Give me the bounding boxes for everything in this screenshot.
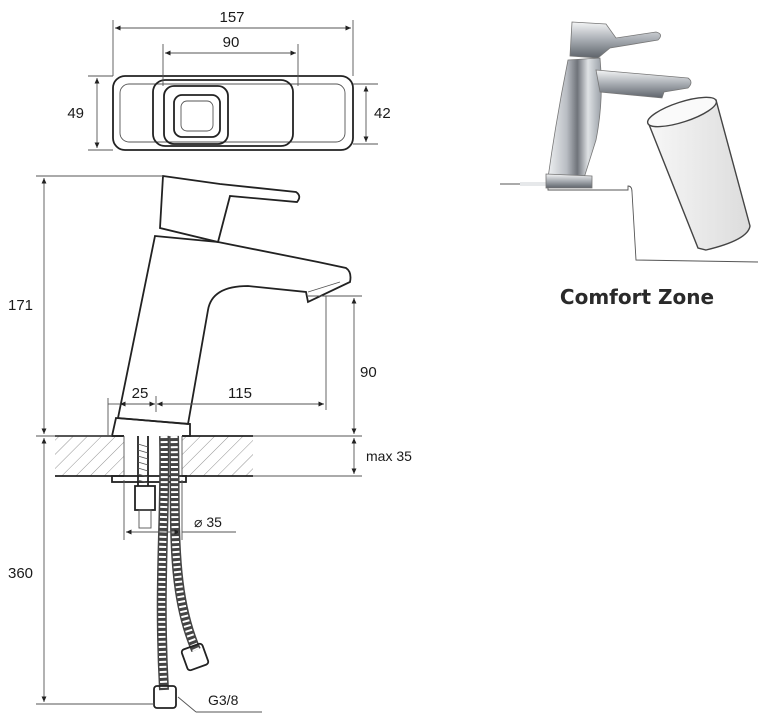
dim-height-total: 171	[8, 297, 33, 314]
top-view-handle	[152, 79, 294, 147]
side-view: 171 360 90 max 35 25 115 ⌀ 35 G3/8	[8, 174, 412, 713]
top-view: 157 90 49 42	[67, 9, 391, 151]
dim-base-offset: 25	[132, 385, 149, 402]
dim-depth-right: 42	[374, 105, 391, 122]
label-connection: G3/8	[208, 692, 239, 708]
product-photo: Comfort Zone	[500, 21, 759, 309]
top-view-body	[112, 75, 354, 151]
dim-width-overall: 157	[219, 9, 244, 26]
photo-glass	[647, 99, 751, 251]
photo-faucet-body	[547, 57, 602, 179]
dim-spout-height: 90	[360, 364, 377, 381]
hose-fitting-hot	[180, 642, 210, 672]
side-view-body	[116, 235, 352, 425]
dim-width-handle: 90	[223, 34, 240, 51]
dim-spout-reach: 115	[228, 385, 252, 402]
dim-depth-left: 49	[67, 105, 84, 122]
dim-counter-max: max 35	[366, 448, 412, 464]
side-view-handle	[159, 174, 301, 244]
photo-faucet-spout	[595, 69, 692, 99]
photo-faucet-handle	[569, 21, 661, 59]
hose-fitting-cold	[153, 685, 177, 709]
comfort-zone-label: Comfort Zone	[560, 285, 714, 309]
dim-hose-length: 360	[8, 565, 33, 582]
dim-hole-diameter: ⌀ 35	[194, 514, 222, 530]
